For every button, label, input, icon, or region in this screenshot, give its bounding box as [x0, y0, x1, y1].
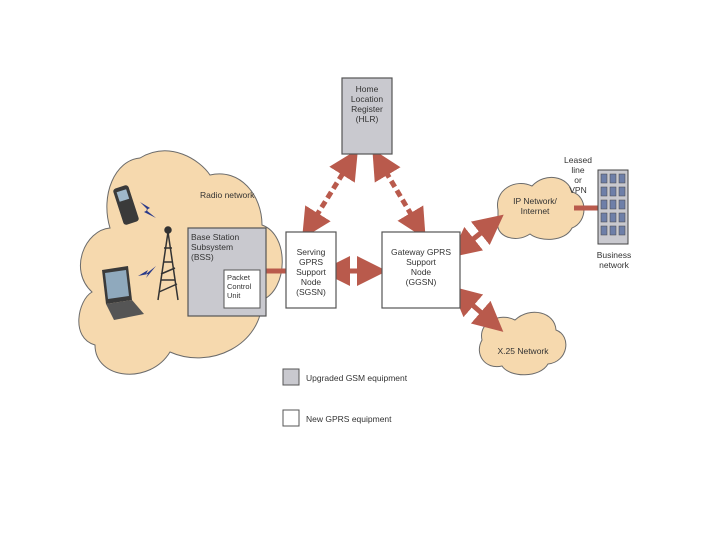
pcu-label: Packet Control Unit	[227, 273, 252, 300]
x25-network-cloud	[478, 311, 567, 376]
laptop-icon	[102, 266, 144, 320]
ggsn-label: Gateway GPRS Support Node (GGSN)	[391, 247, 451, 287]
business-network-building-icon	[597, 169, 629, 245]
arrow-ggsn-ip	[450, 214, 504, 258]
bss-label: Base Station Subsystem (BSS)	[191, 232, 240, 262]
antenna-tower-icon	[157, 226, 179, 301]
pcu-box	[223, 269, 261, 309]
legend-swatch-new	[282, 409, 300, 427]
ip-network-cloud	[497, 177, 585, 240]
leased-line-label: Leased line or VPN	[564, 155, 592, 195]
arrow-ggsn-x25	[450, 286, 504, 332]
legend-new-label: New GPRS equipment	[306, 414, 392, 424]
ggsn-box	[381, 231, 461, 309]
arrow-hlr-ggsn	[372, 149, 426, 239]
business-network-label: Business network	[596, 250, 632, 270]
legend-swatch-upgraded	[282, 368, 300, 386]
hlr-label: Home Location Register (HLR)	[350, 84, 384, 124]
x25-network-label: X.25 Network	[497, 346, 549, 356]
ip-network-label: IP Network/ Internet	[513, 196, 557, 216]
legend-upgraded-label: Upgraded GSM equipment	[306, 373, 408, 383]
sgsn-box	[285, 231, 337, 309]
hlr-box	[341, 77, 393, 155]
signal-bolt-icons	[138, 202, 156, 278]
sgsn-label: Serving GPRS Support Node (SGSN)	[296, 247, 326, 297]
arrow-sgsn-hlr	[302, 149, 358, 239]
connection-arrows	[302, 149, 426, 239]
radio-network-label: Radio network	[200, 190, 255, 200]
mobile-phone-icon	[113, 185, 139, 225]
